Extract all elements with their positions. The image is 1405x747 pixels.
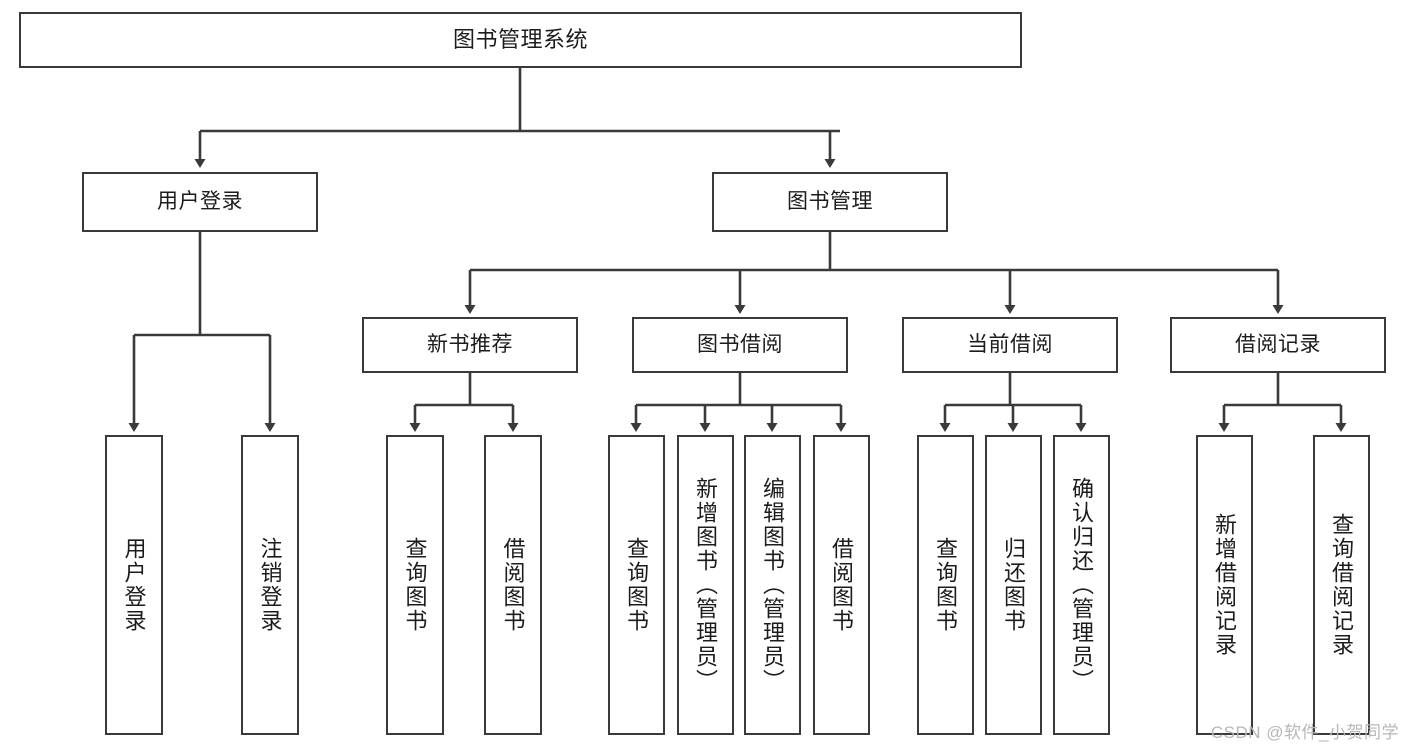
node-leaf-query-book-1-label: 查询图书 (402, 537, 428, 633)
node-leaf-confirm-return-label: 确认归还（管理员） (1069, 477, 1095, 693)
node-leaf-query-book-3[interactable]: 查询图书 (917, 435, 974, 735)
node-leaf-add-book-label: 新增图书（管理员） (693, 477, 719, 693)
node-leaf-borrow-book-2-label: 借阅图书 (829, 537, 855, 633)
node-book-borrow-label: 图书借阅 (697, 332, 783, 356)
node-leaf-confirm-return[interactable]: 确认归还（管理员） (1053, 435, 1110, 735)
node-leaf-query-book-2[interactable]: 查询图书 (608, 435, 665, 735)
node-leaf-add-record[interactable]: 新增借阅记录 (1196, 435, 1253, 735)
node-root-label: 图书管理系统 (452, 27, 588, 53)
node-current-borrow-label: 当前借阅 (967, 332, 1053, 356)
node-leaf-borrow-book-2[interactable]: 借阅图书 (813, 435, 870, 735)
node-leaf-edit-book[interactable]: 编辑图书（管理员） (744, 435, 801, 735)
node-new-book-recommend[interactable]: 新书推荐 (362, 317, 578, 373)
node-leaf-add-book[interactable]: 新增图书（管理员） (677, 435, 734, 735)
node-borrow-record-label: 借阅记录 (1235, 332, 1321, 356)
node-book-manage-label: 图书管理 (787, 189, 873, 213)
node-leaf-return-book-label: 归还图书 (1001, 537, 1027, 633)
node-leaf-logout-login[interactable]: 注销登录 (241, 435, 299, 735)
node-new-book-recommend-label: 新书推荐 (427, 332, 513, 356)
node-leaf-user-login[interactable]: 用户登录 (105, 435, 163, 735)
node-leaf-query-record-label: 查询借阅记录 (1329, 513, 1355, 657)
node-leaf-add-record-label: 新增借阅记录 (1212, 513, 1238, 657)
node-leaf-borrow-book-1[interactable]: 借阅图书 (484, 435, 542, 735)
node-leaf-logout-login-label: 注销登录 (257, 537, 283, 633)
node-current-borrow[interactable]: 当前借阅 (902, 317, 1118, 373)
node-root[interactable]: 图书管理系统 (19, 12, 1022, 68)
node-user-login[interactable]: 用户登录 (82, 172, 318, 232)
node-book-manage[interactable]: 图书管理 (712, 172, 948, 232)
node-book-borrow[interactable]: 图书借阅 (632, 317, 848, 373)
node-leaf-return-book[interactable]: 归还图书 (985, 435, 1042, 735)
node-leaf-query-book-2-label: 查询图书 (624, 537, 650, 633)
node-leaf-user-login-label: 用户登录 (121, 537, 147, 633)
node-leaf-borrow-book-1-label: 借阅图书 (500, 537, 526, 633)
node-leaf-query-book-1[interactable]: 查询图书 (386, 435, 444, 735)
node-leaf-query-book-3-label: 查询图书 (933, 537, 959, 633)
node-borrow-record[interactable]: 借阅记录 (1170, 317, 1386, 373)
node-user-login-label: 用户登录 (157, 189, 243, 213)
node-leaf-query-record[interactable]: 查询借阅记录 (1313, 435, 1370, 735)
node-leaf-edit-book-label: 编辑图书（管理员） (760, 477, 786, 693)
watermark: CSDN @软件_小贺同学 (1210, 723, 1399, 742)
